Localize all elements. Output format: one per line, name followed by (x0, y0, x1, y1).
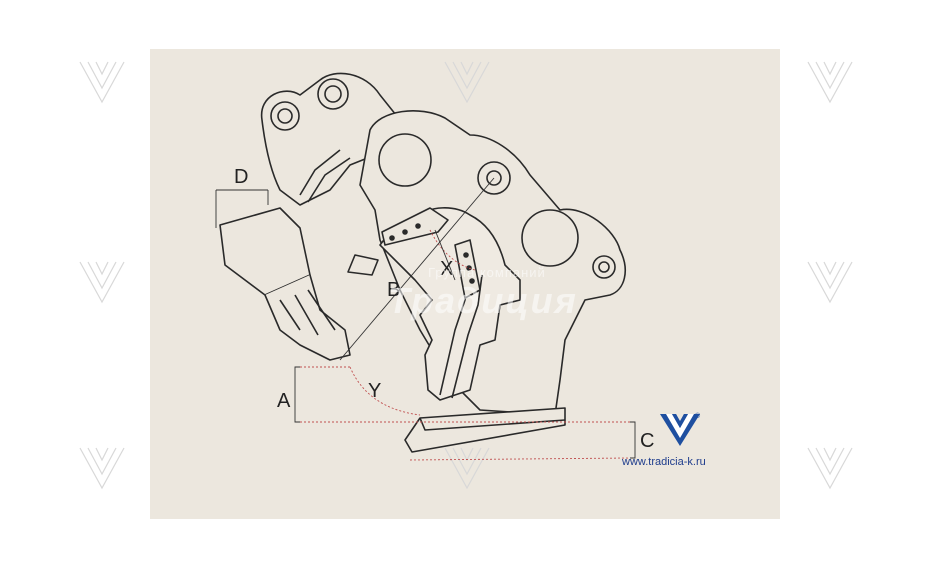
bg-logo-mark-8 (807, 447, 853, 490)
watermark-subtitle: Группа компаний (428, 265, 546, 280)
main-pin-1 (378, 133, 432, 187)
label-a: A (277, 390, 291, 412)
bg-logo-mark-1 (79, 61, 125, 104)
tooth-plate-upper (381, 207, 449, 246)
jaw-opening (379, 207, 521, 401)
label-d: D (234, 166, 248, 188)
bracket-d (215, 189, 269, 228)
arm-pin-1-inner (277, 108, 293, 124)
arc-y (349, 366, 421, 416)
bg-logo-mark-3 (807, 61, 853, 104)
bg-logo-mark-7 (444, 447, 490, 490)
upper-arm (260, 72, 401, 206)
label-c: C (640, 430, 654, 452)
bg-logo-mark-4 (79, 261, 125, 304)
label-b: B (387, 279, 400, 301)
label-y: Y (368, 380, 381, 402)
main-pin-3 (521, 209, 579, 267)
bracket-c (630, 421, 636, 459)
line-b (339, 177, 495, 361)
arc-x (429, 229, 476, 271)
bg-logo-mark-6 (79, 447, 125, 490)
main-pin-4-inner (598, 261, 610, 273)
dim-line-c-bottom (409, 457, 631, 461)
brand-url-link[interactable]: www.tradicia-k.ru (622, 456, 706, 468)
bracket-a (294, 366, 300, 423)
arm-pin-2-inner (324, 85, 342, 103)
watermark-title: Традиция (388, 280, 578, 321)
watermark: Группа компаний Традиция (388, 265, 578, 322)
bg-logo-mark-5 (807, 261, 853, 304)
small-flap (347, 254, 379, 276)
bg-logo-mark-2 (444, 61, 490, 104)
label-x: X (440, 258, 453, 280)
dim-line-x (434, 229, 456, 281)
